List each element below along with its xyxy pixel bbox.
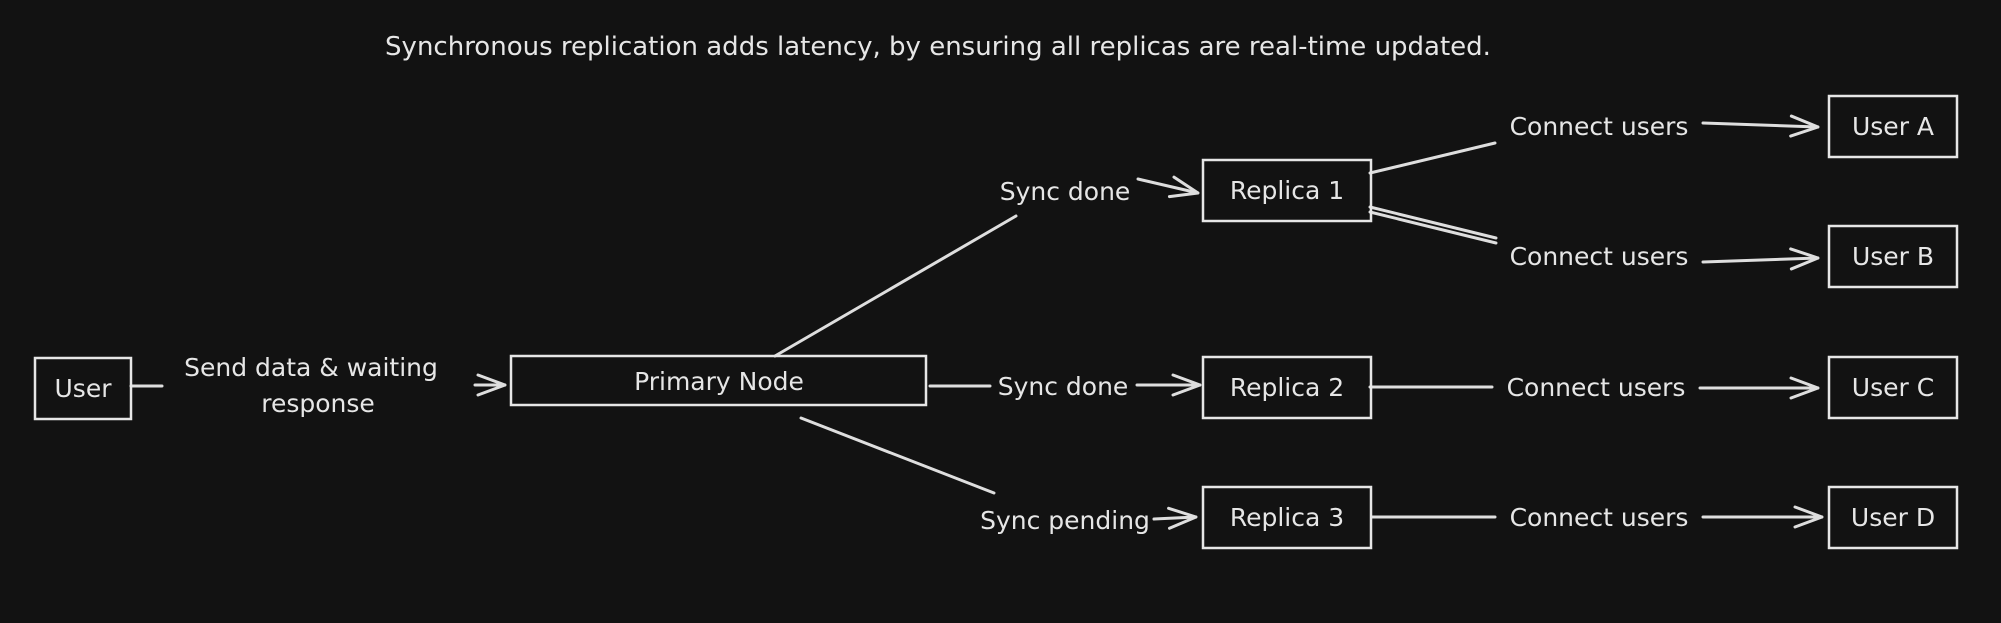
node-user-a: User A — [1827, 94, 1959, 159]
edge-label-connect-a: Connect users — [1510, 112, 1689, 141]
edge-label-sync-1: Sync done — [1000, 177, 1131, 206]
edge-label-connect-c: Connect users — [1507, 373, 1686, 402]
edge-label-send-line-2: response — [261, 389, 375, 418]
edge-sync3-to-replica3 — [1152, 517, 1198, 519]
node-user-d: User D — [1827, 485, 1959, 550]
edge-connectA-to-userA — [1701, 123, 1820, 127]
node-user: User — [33, 356, 133, 421]
node-user-c-label: User C — [1852, 373, 1934, 402]
node-replica-2: Replica 2 — [1201, 355, 1373, 420]
node-primary: Primary Node — [509, 354, 928, 407]
edge-connectB-to-userB — [1701, 258, 1820, 262]
edge-replica1-to-connectB — [1368, 205, 1498, 245]
node-user-d-label: User D — [1851, 503, 1935, 532]
node-user-b: User B — [1827, 224, 1959, 289]
node-user-c: User C — [1827, 355, 1959, 420]
edge-sync1-to-replica1 — [1136, 179, 1200, 193]
node-replica-1: Replica 1 — [1201, 158, 1373, 223]
node-user-b-label: User B — [1852, 242, 1934, 271]
edge-label-connect-b: Connect users — [1510, 242, 1689, 271]
node-user-a-label: User A — [1852, 112, 1934, 141]
node-replica-3: Replica 3 — [1201, 485, 1373, 550]
edge-primary-to-sync1 — [773, 214, 1018, 358]
diagram-title: Synchronous replication adds latency, by… — [385, 32, 1491, 62]
node-primary-label: Primary Node — [634, 367, 804, 396]
edge-label-connect-d: Connect users — [1510, 503, 1689, 532]
edge-label-sync-3: Sync pending — [980, 506, 1150, 535]
node-user-label: User — [55, 374, 113, 403]
edge-primary-to-sync3 — [799, 416, 996, 495]
edge-replica1-to-connectA — [1368, 141, 1497, 175]
edge-label-send-line-1: Send data & waiting — [184, 353, 438, 382]
node-replica-2-label: Replica 2 — [1230, 373, 1344, 402]
node-replica-1-label: Replica 1 — [1230, 176, 1344, 205]
edge-label-sync-2: Sync done — [998, 372, 1129, 401]
node-replica-3-label: Replica 3 — [1230, 503, 1344, 532]
